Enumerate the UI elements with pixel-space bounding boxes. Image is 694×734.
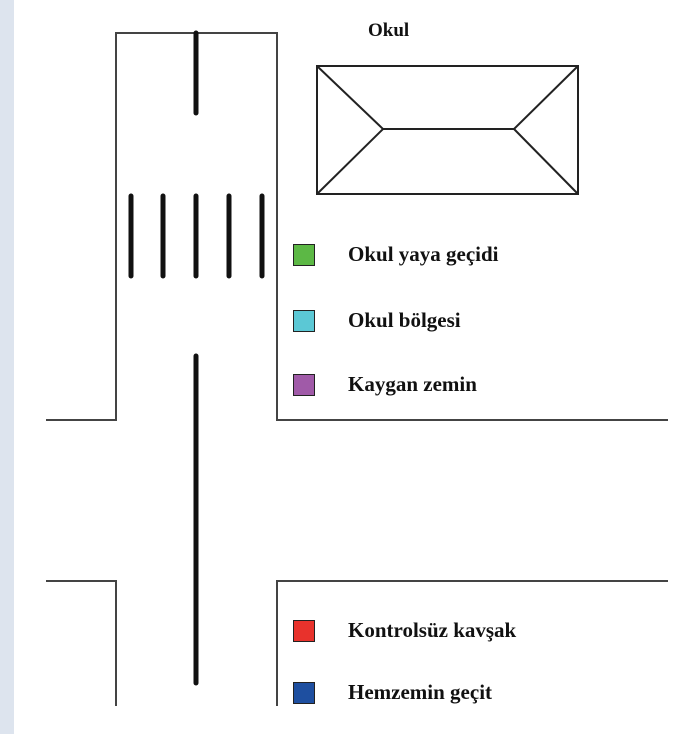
legend-swatch [293,619,315,642]
legend-item-kaygan-zemin: Kaygan zemin [293,372,477,397]
road-edge-top-left [46,32,668,421]
legend-label: Kontrolsüz kavşak [348,618,517,642]
legend-label: Kaygan zemin [348,372,477,396]
legend-item-okul-yaya-gecidi: Okul yaya geçidi [293,242,499,267]
legend-swatch [293,309,315,332]
legend-item-kontrolsuz-kavsak: Kontrolsüz kavşak [293,618,516,643]
legend-item-hemzemin-gecit: Hemzemin geçit [293,680,492,705]
legend-swatch [293,373,315,396]
school-building [316,65,579,195]
legend-label: Okul yaya geçidi [348,242,499,266]
legend-swatch [293,243,315,266]
road-edge-bottom-right [276,580,668,706]
crosswalk [128,193,265,279]
legend-swatch [293,681,315,704]
road-edge-bottom-left [46,580,117,706]
school-title: Okul [368,20,410,41]
page-side-band [0,0,14,734]
legend-label: Hemzemin geçit [348,680,493,704]
legend-label: Okul bölgesi [348,308,461,332]
road-edges [46,32,668,706]
legend-item-okul-bolgesi: Okul bölgesi [293,308,461,333]
